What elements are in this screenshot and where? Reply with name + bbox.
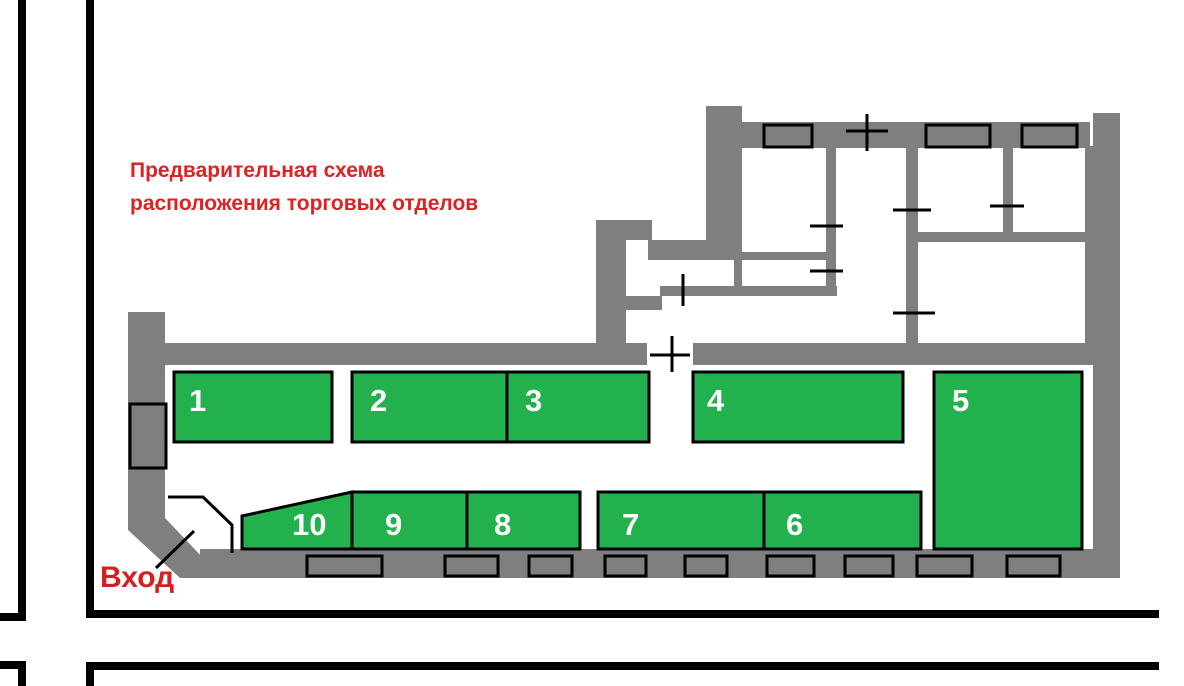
department-label: 1 bbox=[189, 383, 206, 418]
department-labels: 1 2 3 4 5 6 7 8 9 10 bbox=[189, 383, 969, 542]
plan-title-line-1: Предварительная схема bbox=[130, 159, 385, 182]
windows bbox=[128, 123, 1079, 578]
entrance-door bbox=[154, 495, 234, 570]
department-4[interactable] bbox=[691, 370, 905, 444]
department-8[interactable] bbox=[465, 490, 582, 551]
department-label: 5 bbox=[952, 383, 969, 418]
department-label: 6 bbox=[786, 507, 803, 542]
department-label: 8 bbox=[494, 507, 511, 542]
department-label: 10 bbox=[292, 507, 326, 542]
department-10[interactable] bbox=[240, 490, 354, 551]
outer-lines bbox=[0, 0, 1159, 686]
departments bbox=[172, 370, 1084, 551]
department-3[interactable] bbox=[505, 370, 651, 444]
department-label: 4 bbox=[707, 383, 725, 418]
department-label: 9 bbox=[385, 507, 402, 542]
doors bbox=[650, 114, 1024, 372]
department-label: 2 bbox=[370, 383, 387, 418]
department-label: 7 bbox=[622, 507, 639, 542]
department-9[interactable] bbox=[350, 490, 469, 551]
department-2[interactable] bbox=[350, 370, 509, 444]
department-6[interactable] bbox=[762, 490, 923, 551]
entrance-label: Вход bbox=[100, 561, 175, 594]
department-7[interactable] bbox=[596, 490, 766, 551]
department-5[interactable] bbox=[932, 370, 1084, 551]
department-1[interactable] bbox=[172, 370, 334, 444]
plan-title-line-2: расположения торговых отделов bbox=[130, 192, 479, 215]
department-label: 3 bbox=[525, 383, 542, 418]
